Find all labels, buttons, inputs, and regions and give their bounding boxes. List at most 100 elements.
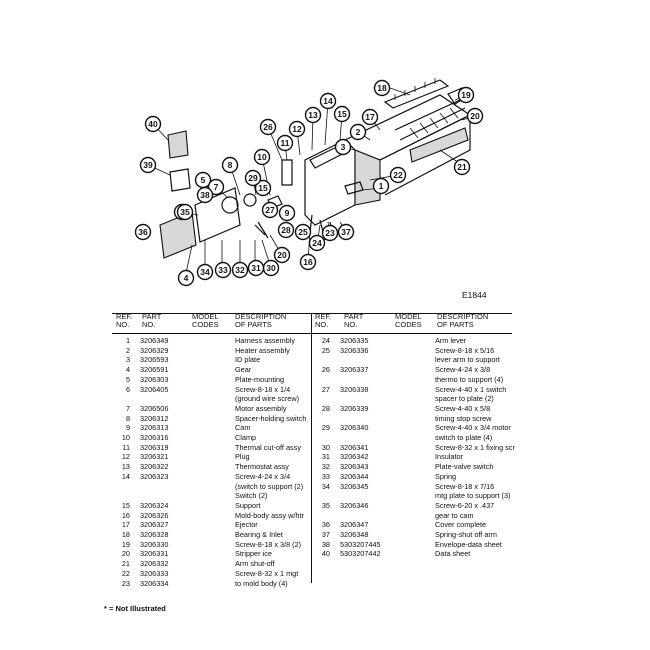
svg-text:15: 15 xyxy=(337,109,347,119)
description-cell: to mold body (4) xyxy=(235,578,288,588)
center-divider xyxy=(311,313,312,583)
callout-23: 23 xyxy=(321,224,339,242)
description-cell: Bearing & Inlet xyxy=(235,530,283,539)
callout-39: 39 xyxy=(139,156,157,174)
header-desc: DESCRIPTION OF PARTS xyxy=(235,312,287,329)
svg-text:22: 22 xyxy=(393,170,403,180)
description-cell: Cover complete xyxy=(435,520,487,530)
description-cell: Mold-body assy w/htr xyxy=(235,510,304,520)
part-number-cell: 3206331 xyxy=(140,549,169,559)
svg-text:29: 29 xyxy=(248,173,258,183)
ref-cell: 6 xyxy=(125,384,130,394)
ref-cell: 2 xyxy=(125,345,130,355)
part-number-cell: 3206506 xyxy=(140,403,169,413)
ref-cell: 40 xyxy=(321,549,330,559)
part-number-cell: 3206347 xyxy=(340,520,369,530)
part-number-cell: 3206344 xyxy=(340,471,369,481)
description-cell: switch to plate (4) xyxy=(435,433,493,442)
callout-11: 11 xyxy=(276,134,294,152)
callout-4: 4 xyxy=(177,269,195,287)
part-number-cell: 3206334 xyxy=(140,578,169,588)
ref-cell: 22 xyxy=(121,568,130,578)
mold-body-drawing xyxy=(304,94,472,226)
callout-31: 31 xyxy=(247,259,265,277)
ref-cell: 14 xyxy=(121,471,130,481)
callout-3: 3 xyxy=(334,138,352,156)
part-number-cell: 3206348 xyxy=(340,530,369,539)
description-cell: Screw-4-24 x 3/4 xyxy=(235,471,291,481)
description-cell: Thermal cut-off assy xyxy=(235,442,301,452)
description-cell: (ground wire screw) xyxy=(235,394,300,404)
description-cell: Screw-8-18 x 1/4 xyxy=(235,384,291,394)
callout-14: 14 xyxy=(319,92,337,110)
ref-cell: 16 xyxy=(121,510,130,520)
svg-text:3: 3 xyxy=(341,142,346,152)
callout-36: 36 xyxy=(134,223,152,241)
ref-cell: 11 xyxy=(122,442,130,452)
svg-text:34: 34 xyxy=(200,267,210,277)
description-cell: Arm lever xyxy=(435,336,467,345)
svg-text:25: 25 xyxy=(298,227,308,237)
ref-cell: 1 xyxy=(125,336,130,345)
svg-text:38: 38 xyxy=(200,190,210,200)
svg-text:36: 36 xyxy=(138,227,148,237)
callout-2: 2 xyxy=(349,123,367,141)
part-number-cell: 3206405 xyxy=(140,384,169,394)
exploded-parts-diagram: 1 2 3 4 5 6 7 8 9 10 11 12 13 14 15 15 1… xyxy=(134,78,484,287)
part-number-cell: 3206343 xyxy=(340,462,369,472)
callout-7: 7 xyxy=(207,178,225,196)
ref-cell: 30 xyxy=(321,442,330,452)
callout-35: 35 xyxy=(176,203,194,221)
description-cell: Screw-4-40 x 1 switch xyxy=(435,384,507,394)
callout-21: 21 xyxy=(453,158,471,176)
part-number-cell: 3206324 xyxy=(140,500,169,510)
description-cell: (switch to support (2) xyxy=(235,481,304,491)
part-number-cell: 3206327 xyxy=(140,520,169,530)
svg-text:40: 40 xyxy=(148,119,158,129)
description-cell: thermo to support (4) xyxy=(435,374,504,384)
ejector-drawing xyxy=(383,78,450,109)
part-number-cell: 3206335 xyxy=(340,336,369,345)
callout-20b: 20 xyxy=(273,246,291,264)
description-cell: Ejector xyxy=(235,520,258,530)
svg-text:16: 16 xyxy=(303,257,313,267)
svg-text:32: 32 xyxy=(235,265,245,275)
svg-text:30: 30 xyxy=(266,263,276,273)
callout-34: 34 xyxy=(196,263,214,281)
callout-10: 10 xyxy=(253,148,271,166)
ref-cell: 33 xyxy=(321,471,330,481)
ref-cell: 17 xyxy=(121,520,130,530)
svg-text:20: 20 xyxy=(277,250,287,260)
callout-29: 29 xyxy=(244,169,262,187)
svg-text:11: 11 xyxy=(281,138,290,148)
callout-22: 22 xyxy=(389,166,407,184)
description-cell: Screw-8-18 x 3/8 (2) xyxy=(235,539,302,549)
svg-text:24: 24 xyxy=(312,238,322,248)
callout-12: 12 xyxy=(288,120,306,138)
description-cell: Cam xyxy=(235,423,251,433)
description-cell: Arm shut-off xyxy=(235,559,275,569)
ref-cell: 25 xyxy=(321,345,330,355)
ref-cell: 12 xyxy=(121,452,130,462)
mounting-plate-drawing xyxy=(194,187,241,243)
part-number-cell: 3206341 xyxy=(340,442,369,452)
envelope-drawing xyxy=(169,168,191,192)
header-ref: REF. NO. xyxy=(116,312,133,329)
description-cell: Harness assembly xyxy=(235,336,296,345)
header-model-right: MODEL CODES xyxy=(395,312,422,329)
part-number-cell: 3206342 xyxy=(340,452,369,462)
header-part: PART NO. xyxy=(142,312,162,329)
ref-cell: 21 xyxy=(121,559,130,569)
part-number-cell: 3206339 xyxy=(340,403,369,413)
ref-cell: 34 xyxy=(321,481,330,491)
ref-cell: 29 xyxy=(321,423,330,433)
ref-cell: 15 xyxy=(121,500,130,510)
ref-cell: 28 xyxy=(321,403,330,413)
part-number-cell: 3206328 xyxy=(140,530,169,539)
ref-cell: 26 xyxy=(321,365,330,375)
part-number-cell: 3206319 xyxy=(140,442,169,452)
header-part-right: PART NO. xyxy=(344,312,364,329)
description-cell: Switch (2) xyxy=(235,491,268,501)
callout-9: 9 xyxy=(278,204,296,222)
stripper-drawing xyxy=(409,127,469,163)
